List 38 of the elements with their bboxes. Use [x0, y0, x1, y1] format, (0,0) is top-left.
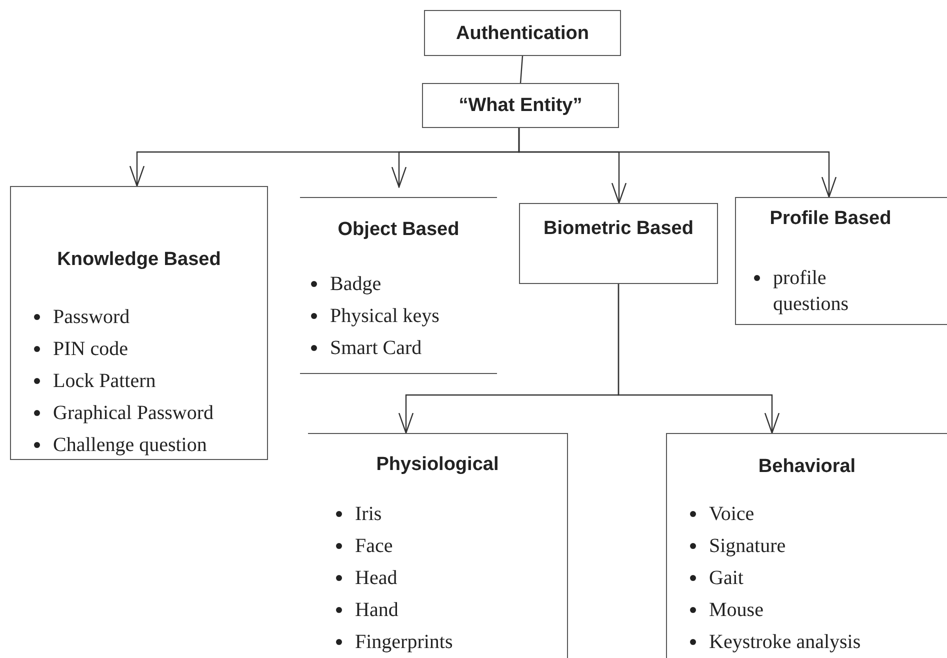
list-item: PIN code — [53, 337, 129, 362]
list-item: Graphical Password — [53, 401, 215, 426]
category-box — [519, 203, 718, 284]
box-heading: Profile Based — [768, 208, 892, 230]
box-heading: Object Based — [336, 219, 460, 241]
list-item: Badge — [330, 272, 382, 297]
list-item: Keystroke analysis — [709, 630, 862, 655]
category-box — [666, 433, 947, 658]
list-item: Face — [355, 534, 394, 559]
category-box — [300, 197, 497, 374]
category-box — [308, 433, 568, 658]
list-item: Head — [355, 566, 398, 591]
category-box — [424, 10, 621, 56]
list-item: Signature — [709, 534, 787, 559]
list-item: Gait — [709, 566, 744, 591]
arrow — [518, 128, 837, 198]
list-item: Physical keys — [330, 304, 440, 329]
box-heading: Behavioral — [757, 456, 857, 478]
category-box — [10, 186, 268, 460]
list-item: Hand — [355, 598, 400, 623]
category-box — [735, 197, 947, 325]
box-heading: Authentication — [455, 23, 590, 45]
box-heading: Biometric Based — [542, 218, 694, 240]
connector-line — [520, 56, 524, 84]
list-item: Password — [53, 305, 131, 330]
category-box — [422, 83, 619, 128]
list-item: Voice — [709, 502, 756, 527]
list-item: profile questions — [773, 266, 850, 317]
list-item: Lock Pattern — [53, 369, 157, 394]
list-item: Smart Card — [330, 336, 423, 361]
arrow — [618, 284, 780, 434]
list-item: Challenge question — [53, 433, 208, 458]
list-item: Mouse — [709, 598, 764, 623]
box-heading: Physiological — [375, 454, 500, 476]
box-heading: “What Entity” — [458, 95, 584, 117]
box-heading: Knowledge Based — [56, 249, 222, 271]
list-item: Iris — [355, 502, 383, 527]
list-item: Fingerprints — [355, 630, 454, 655]
